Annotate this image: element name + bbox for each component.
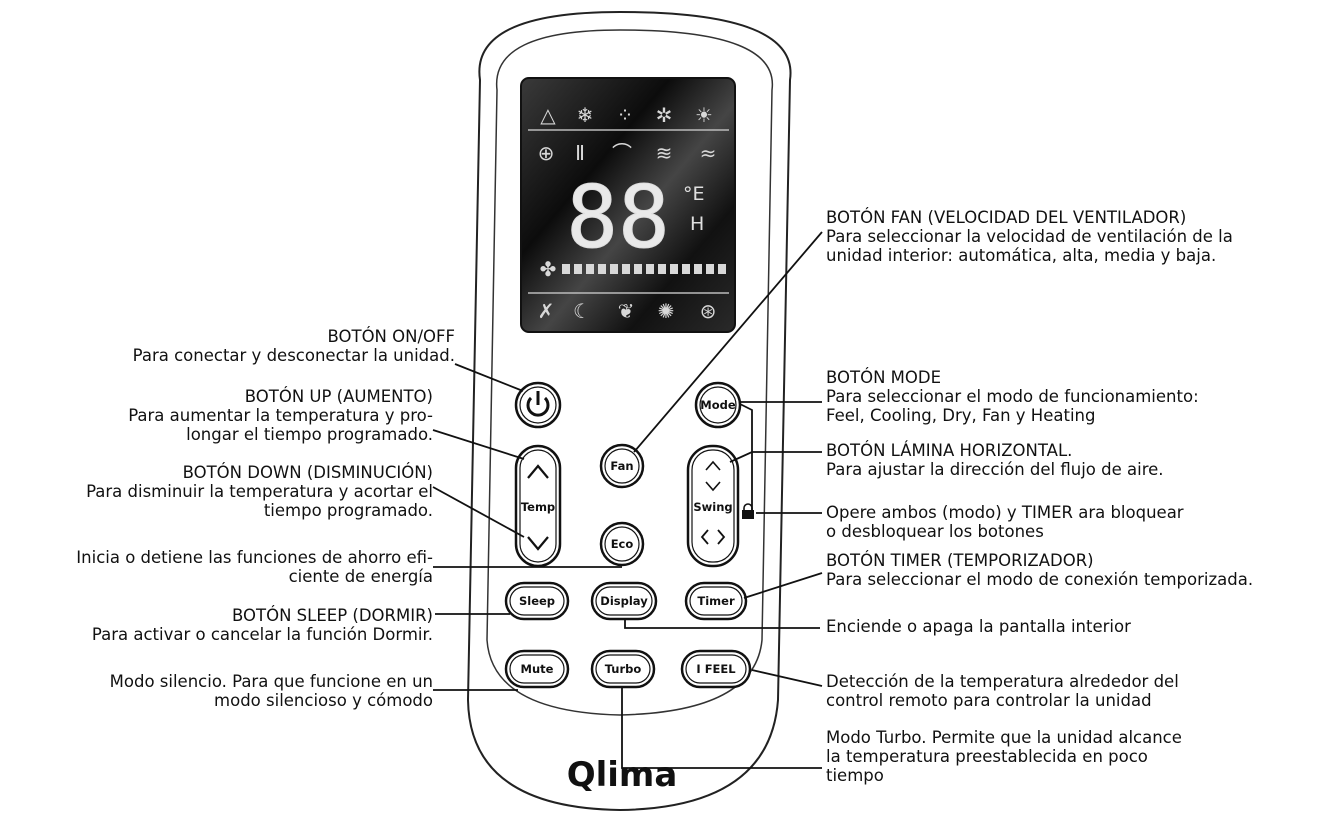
- ifeel-icon: ⊛: [700, 299, 717, 323]
- turbo-button[interactable]: Turbo: [590, 649, 656, 689]
- fan-speed-bar: [562, 264, 726, 274]
- svg-text:Eco: Eco: [611, 537, 634, 551]
- label-mode: BOTÓN MODE Para seleccionar el modo de f…: [826, 368, 1199, 425]
- wifi-icon: ≈: [700, 141, 717, 165]
- lcd-mode-icons: △ ❄ ⁘ ✲ ☀: [540, 103, 713, 127]
- fan-button[interactable]: Fan: [599, 443, 645, 489]
- svg-text:Timer: Timer: [697, 594, 735, 608]
- mute-button[interactable]: Mute: [504, 649, 570, 689]
- label-fan: BOTÓN FAN (VELOCIDAD DEL VENTILADOR) Par…: [826, 208, 1233, 265]
- eco-button[interactable]: Eco: [599, 521, 645, 567]
- label-down: BOTÓN DOWN (DISMINUCIÓN) Para disminuir …: [86, 463, 433, 520]
- svg-text:Display: Display: [600, 594, 648, 608]
- lcd-unit-top: °E: [683, 183, 705, 205]
- swing-up-icon: [705, 460, 721, 492]
- mute-icon: ✗: [538, 299, 555, 323]
- label-display: Enciende o apaga la pantalla interior: [826, 617, 1131, 636]
- fan-speed-icon: ✤: [540, 257, 557, 281]
- thermometer-icon: Ⅱ: [575, 141, 585, 165]
- svg-text:Fan: Fan: [610, 459, 633, 473]
- timer-icon: ⊕: [538, 141, 555, 165]
- svg-text:Mute: Mute: [521, 662, 554, 676]
- chevron-down-icon: [527, 536, 549, 551]
- lcd-unit-bottom: H: [690, 213, 704, 235]
- lcd-bottom-icons: ✗ ☾ ❦ ✺ ⊛: [538, 299, 717, 323]
- label-turbo: Modo Turbo. Permite que la unidad alcanc…: [826, 728, 1182, 785]
- moon-icon: ☾: [573, 299, 591, 323]
- svg-text:Temp: Temp: [521, 500, 555, 514]
- label-swing: BOTÓN LÁMINA HORIZONTAL. Para ajustar la…: [826, 441, 1164, 479]
- eco-leaf-icon: ❦: [618, 299, 635, 323]
- timer-button[interactable]: Timer: [684, 581, 748, 621]
- sun-icon: ☀: [695, 103, 713, 127]
- label-sleep: BOTÓN SLEEP (DORMIR) Para activar o canc…: [91, 606, 433, 644]
- label-lock: Opere ambos (modo) y TIMER ara bloquear …: [826, 503, 1184, 541]
- svg-text:Sleep: Sleep: [519, 594, 555, 608]
- swing-icon: ⌒: [612, 141, 632, 165]
- label-onoff: BOTÓN ON/OFF Para conectar y desconectar…: [132, 327, 455, 365]
- label-ifeel: Detección de la temperatura alrededor de…: [826, 672, 1179, 710]
- power-button[interactable]: [514, 381, 562, 429]
- chevron-up-icon: [527, 464, 549, 479]
- dry-icon: ⁘: [617, 103, 634, 127]
- svg-text:Turbo: Turbo: [605, 662, 642, 676]
- label-up: BOTÓN UP (AUMENTO) Para aumentar la temp…: [128, 387, 433, 444]
- label-eco: Inicia o detiene las funciones de ahorro…: [76, 548, 433, 586]
- power-icon: [526, 396, 550, 417]
- airflow-icon: ≋: [656, 141, 673, 165]
- snowflake-icon: ❄: [577, 103, 594, 127]
- temp-rocker[interactable]: Temp: [514, 444, 562, 568]
- label-timer: BOTÓN TIMER (TEMPORIZADOR) Para seleccio…: [826, 551, 1254, 589]
- svg-text:Swing: Swing: [693, 500, 732, 514]
- sleep-button[interactable]: Sleep: [504, 581, 570, 621]
- svg-text:Mode: Mode: [700, 398, 736, 412]
- leader-lines: [432, 231, 823, 769]
- lcd-status-icons: ⊕ Ⅱ ⌒ ≋ ≈: [538, 141, 717, 165]
- auto-mode-icon: △: [540, 103, 556, 127]
- lcd-digits: 88: [566, 168, 670, 268]
- remote-body-inner: [486, 29, 774, 716]
- label-mute: Modo silencio. Para que funcione en un m…: [109, 672, 433, 710]
- mode-button[interactable]: Mode: [694, 381, 742, 429]
- fan-icon: ✲: [656, 103, 673, 127]
- swing-horizontal-icon: [700, 529, 726, 545]
- svg-text:I FEEL: I FEEL: [696, 662, 736, 676]
- swing-rocker[interactable]: Swing: [686, 444, 740, 568]
- ifeel-button[interactable]: I FEEL: [680, 649, 752, 689]
- turbo-icon: ✺: [658, 299, 675, 323]
- display-button[interactable]: Display: [590, 581, 658, 621]
